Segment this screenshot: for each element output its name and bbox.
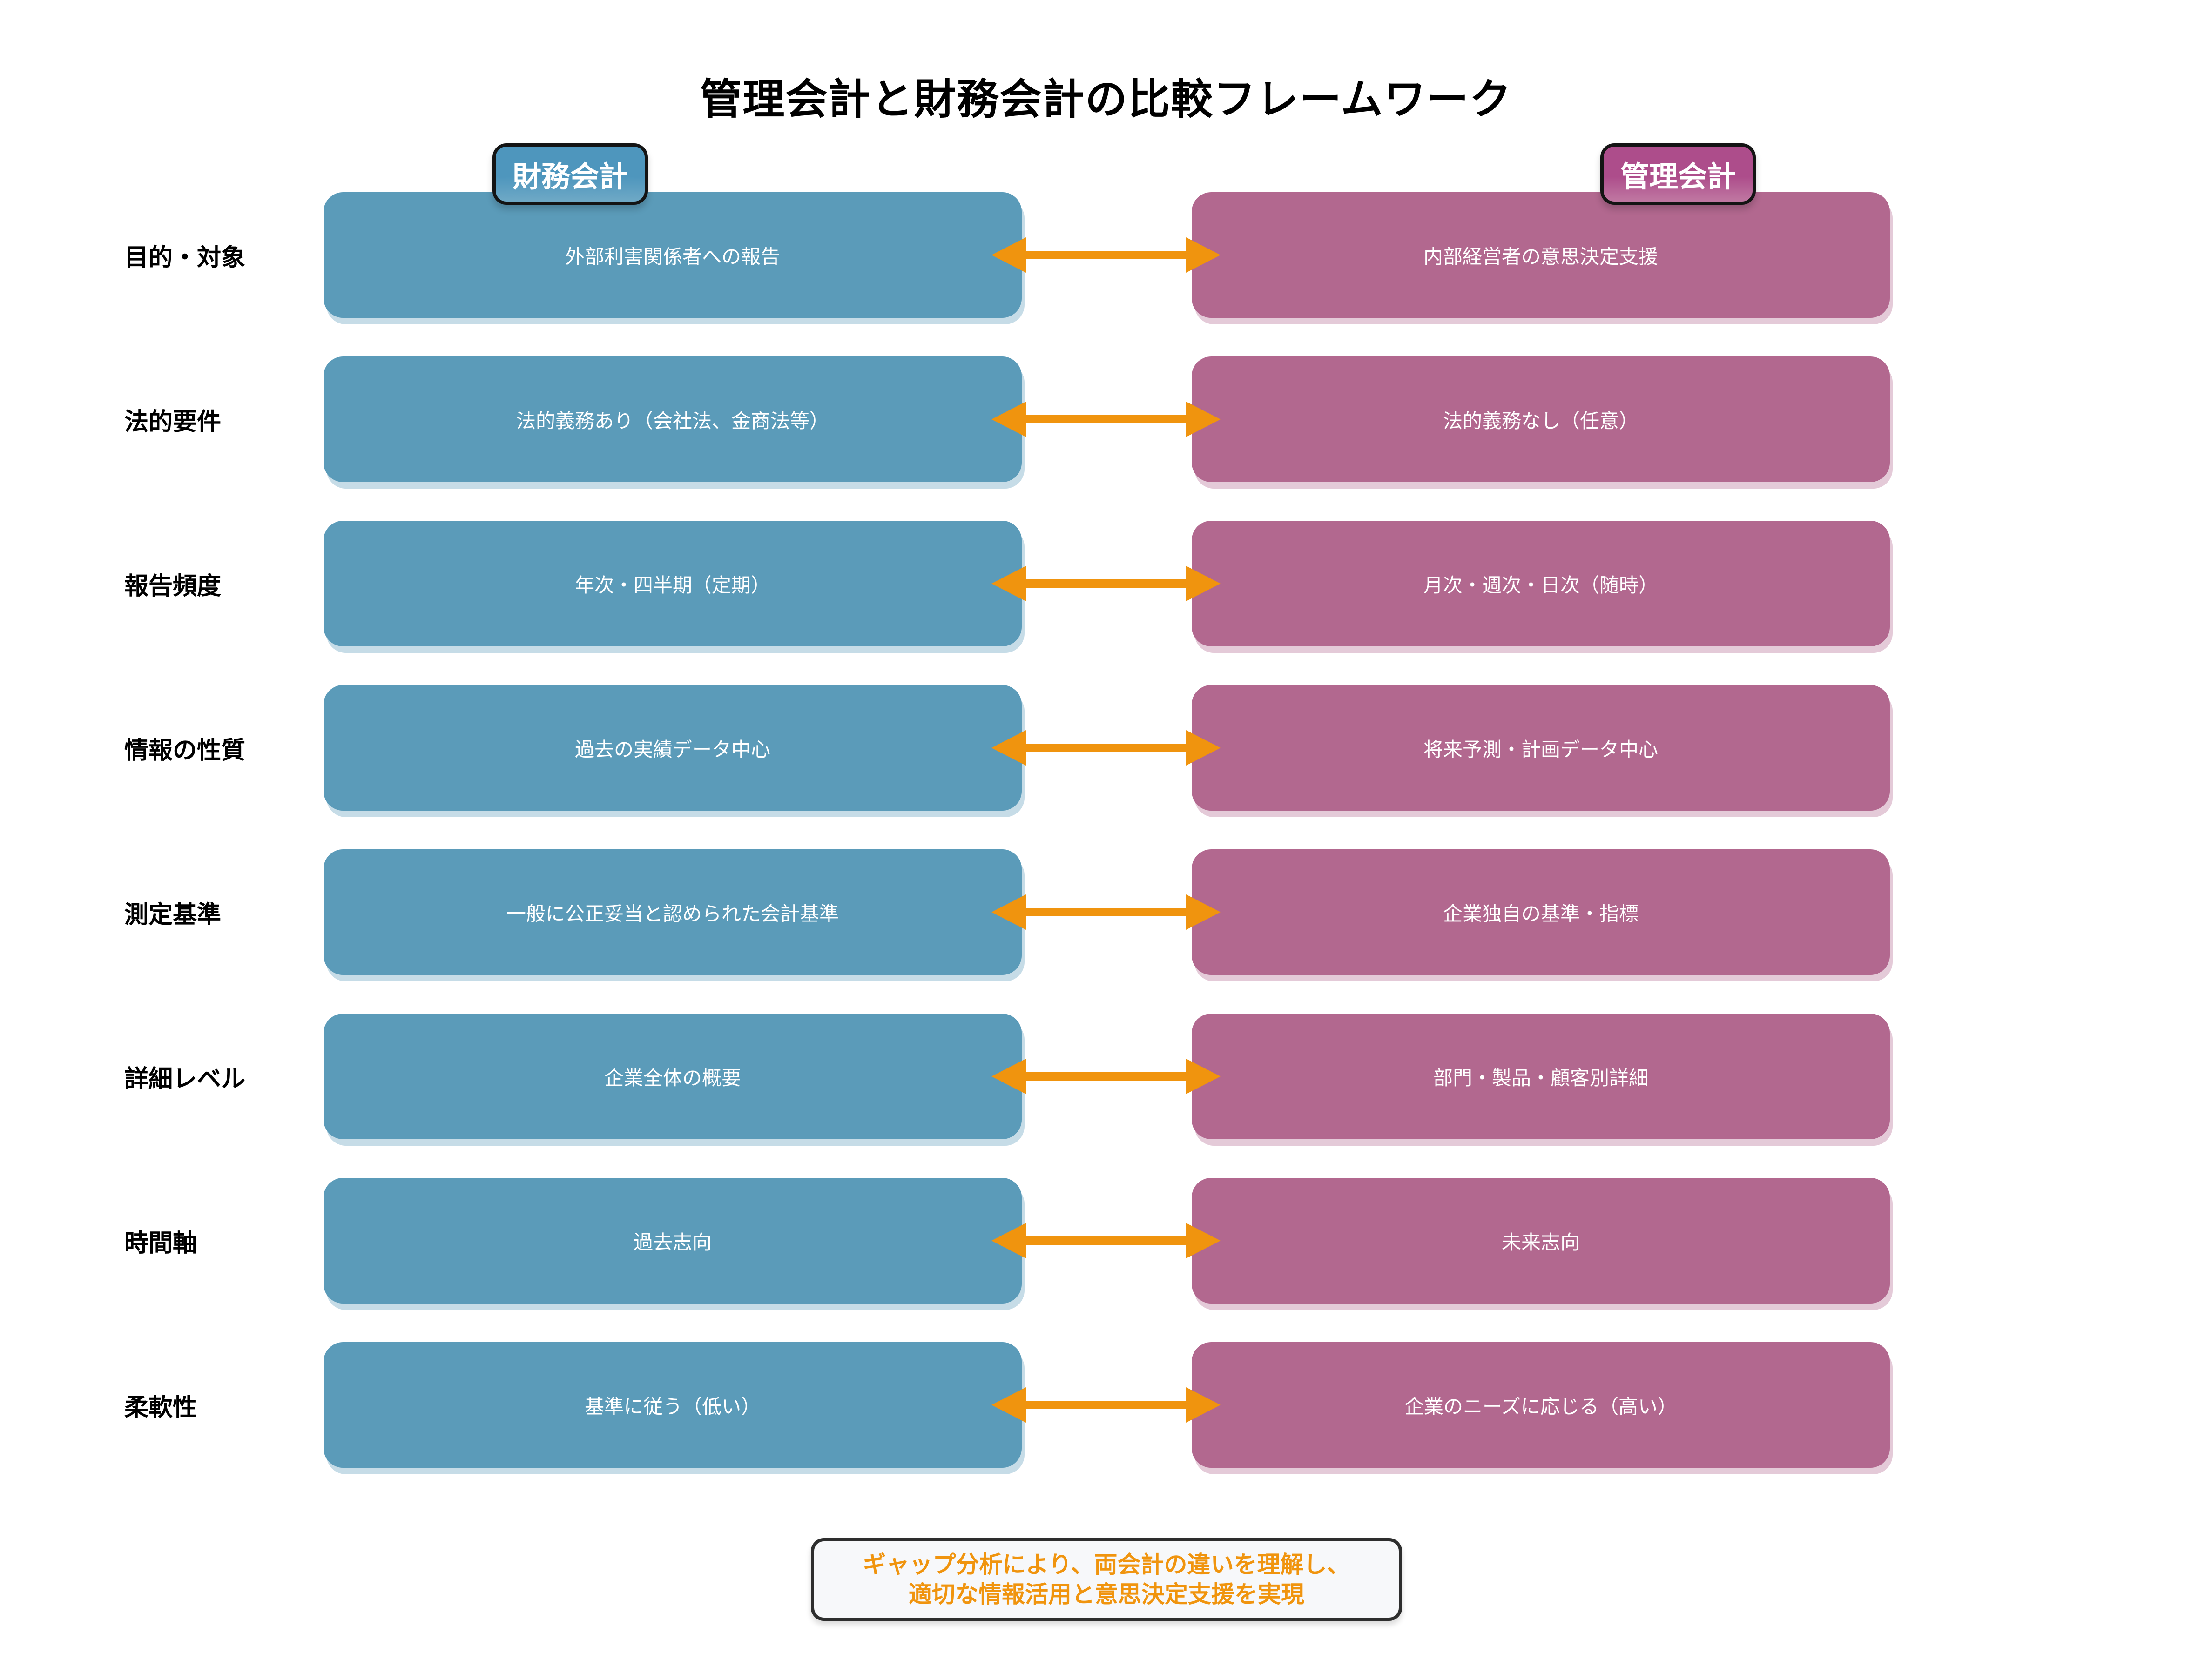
double-arrow-icon [991, 1059, 1221, 1094]
financial-accounting-box: 法的義務あり（会社法、金商法等） [324, 356, 1022, 482]
summary-note: ギャップ分析により、両会計の違いを理解し、 適切な情報活用と意思決定支援を実現 [811, 1538, 1402, 1621]
financial-accounting-box: 企業全体の概要 [324, 1014, 1022, 1139]
financial-accounting-box: 一般に公正妥当と認められた会計基準 [324, 849, 1022, 975]
comparison-row: 目的・対象 外部利害関係者への報告 内部経営者の意思決定支援 [0, 192, 2212, 318]
financial-accounting-box: 過去志向 [324, 1178, 1022, 1304]
double-arrow-icon [991, 402, 1221, 437]
management-accounting-box: 企業独自の基準・指標 [1192, 849, 1890, 975]
double-arrow-icon [991, 894, 1221, 930]
row-category-label: 報告頻度 [124, 572, 222, 600]
financial-accounting-box: 外部利害関係者への報告 [324, 192, 1022, 318]
financial-accounting-box: 基準に従う（低い） [324, 1342, 1022, 1468]
comparison-row: 測定基準 一般に公正妥当と認められた会計基準 企業独自の基準・指標 [0, 849, 2212, 975]
row-category-label: 詳細レベル [124, 1065, 246, 1093]
double-arrow-icon [991, 730, 1221, 766]
double-arrow-icon [991, 1387, 1221, 1423]
financial-accounting-box: 年次・四半期（定期） [324, 521, 1022, 646]
financial-accounting-badge: 財務会計 [492, 143, 648, 205]
management-accounting-box: 部門・製品・顧客別詳細 [1192, 1014, 1890, 1139]
double-arrow-icon [991, 237, 1221, 273]
row-category-label: 法的要件 [124, 408, 222, 436]
page-title: 管理会計と財務会計の比較フレームワーク [700, 76, 1512, 123]
comparison-row: 詳細レベル 企業全体の概要 部門・製品・顧客別詳細 [0, 1014, 2212, 1139]
row-category-label: 目的・対象 [124, 244, 246, 271]
management-accounting-badge: 管理会計 [1600, 143, 1756, 205]
row-category-label: 柔軟性 [124, 1394, 197, 1421]
comparison-row: 時間軸 過去志向 未来志向 [0, 1178, 2212, 1304]
row-category-label: 情報の性質 [124, 737, 246, 764]
comparison-row: 柔軟性 基準に従う（低い） 企業のニーズに応じる（高い） [0, 1342, 2212, 1468]
management-accounting-box: 未来志向 [1192, 1178, 1890, 1304]
comparison-row: 法的要件 法的義務あり（会社法、金商法等） 法的義務なし（任意） [0, 356, 2212, 482]
financial-accounting-box: 過去の実績データ中心 [324, 685, 1022, 811]
summary-note-line2: 適切な情報活用と意思決定支援を実現 [909, 1581, 1304, 1607]
comparison-row: 報告頻度 年次・四半期（定期） 月次・週次・日次（随時） [0, 521, 2212, 646]
management-accounting-box: 月次・週次・日次（随時） [1192, 521, 1890, 646]
double-arrow-icon [991, 1223, 1221, 1258]
row-category-label: 時間軸 [124, 1230, 197, 1257]
management-accounting-box: 内部経営者の意思決定支援 [1192, 192, 1890, 318]
row-category-label: 測定基準 [124, 901, 222, 928]
management-accounting-box: 将来予測・計画データ中心 [1192, 685, 1890, 811]
comparison-row: 情報の性質 過去の実績データ中心 将来予測・計画データ中心 [0, 685, 2212, 811]
management-accounting-box: 企業のニーズに応じる（高い） [1192, 1342, 1890, 1468]
summary-note-line1: ギャップ分析により、両会計の違いを理解し、 [863, 1552, 1350, 1578]
management-accounting-box: 法的義務なし（任意） [1192, 356, 1890, 482]
double-arrow-icon [991, 566, 1221, 601]
